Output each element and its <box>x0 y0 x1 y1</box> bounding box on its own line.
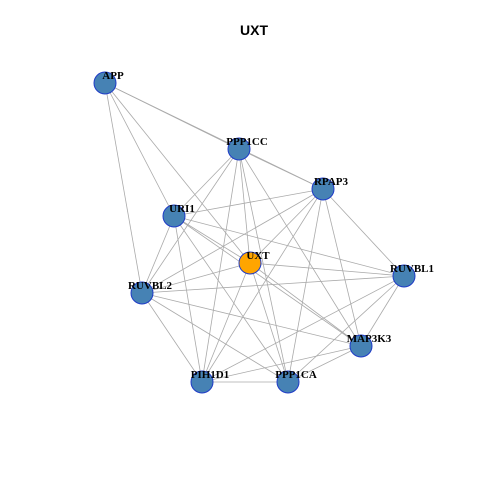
node-ruvbl2 <box>130 281 154 305</box>
edge-uri1-ruvbl1 <box>173 215 405 277</box>
edge-uri1-map3k3 <box>173 215 362 347</box>
edge-uri1-pih1d1 <box>173 215 203 383</box>
edge-ppp1cc-map3k3 <box>238 148 362 347</box>
edge-ppp1cc-pih1d1 <box>201 148 240 383</box>
node-label-ppp1ca: PPP1CA <box>275 369 317 381</box>
edge-app-ruvbl2 <box>104 82 143 294</box>
node-label-ruvbl2: RUVBL2 <box>128 280 173 292</box>
node-pih1d1 <box>190 370 214 394</box>
node-ruvbl1 <box>392 264 416 288</box>
edge-rpap3-ruvbl2 <box>141 188 324 294</box>
edge-ppp1cc-ppp1ca <box>238 148 289 383</box>
edge-rpap3-map3k3 <box>322 188 362 347</box>
edge-uri1-ppp1ca <box>173 215 289 383</box>
edge-ppp1cc-uri1 <box>173 148 240 217</box>
edge-rpap3-uxt <box>249 188 324 264</box>
node-rpap3 <box>311 177 335 201</box>
edge-ruvbl1-ppp1ca <box>287 275 405 383</box>
node-uri1 <box>162 204 186 228</box>
edge-app-uri1 <box>104 82 175 217</box>
edge-ppp1cc-ruvbl2 <box>141 148 240 294</box>
edge-rpap3-ppp1ca <box>287 188 324 383</box>
node-label-rpap3: RPAP3 <box>314 176 349 188</box>
edge-ruvbl1-map3k3 <box>360 275 405 347</box>
node-label-pih1d1: PIH1D1 <box>191 369 230 381</box>
node-label-uxt: UXT <box>246 250 270 262</box>
edge-ppp1cc-rpap3 <box>238 148 324 190</box>
edge-ruvbl2-ppp1ca <box>141 292 289 383</box>
node-label-map3k3: MAP3K3 <box>347 333 392 345</box>
edge-rpap3-uri1 <box>173 188 324 217</box>
edge-ruvbl1-ruvbl2 <box>141 275 405 294</box>
node-label-uri1: URI1 <box>169 203 195 215</box>
edge-map3k3-pih1d1 <box>201 345 362 383</box>
node-app <box>93 71 117 95</box>
edge-uxt-ppp1ca <box>249 262 289 383</box>
edges-layer <box>104 82 405 383</box>
edge-ruvbl2-pih1d1 <box>141 292 203 383</box>
node-ppp1cc <box>227 137 251 161</box>
edge-uxt-pih1d1 <box>201 262 251 383</box>
nodes-layer <box>93 71 416 394</box>
edge-rpap3-ruvbl1 <box>322 188 405 277</box>
edge-ppp1cc-uxt <box>238 148 251 264</box>
node-label-app: APP <box>102 70 124 82</box>
node-label-ppp1cc: PPP1CC <box>226 136 268 148</box>
edge-ruvbl1-pih1d1 <box>201 275 405 383</box>
node-ppp1ca <box>276 370 300 394</box>
edge-map3k3-ppp1ca <box>287 345 362 383</box>
edge-ruvbl2-map3k3 <box>141 292 362 347</box>
edge-uri1-uxt <box>173 215 251 264</box>
edge-uri1-ruvbl2 <box>141 215 175 294</box>
edge-uxt-ruvbl2 <box>141 262 251 294</box>
diagram-title: UXT <box>240 22 268 38</box>
node-label-ruvbl1: RUVBL1 <box>390 263 434 275</box>
node-map3k3 <box>349 334 373 358</box>
node-uxt <box>238 251 262 275</box>
edge-uxt-ruvbl1 <box>249 262 405 277</box>
